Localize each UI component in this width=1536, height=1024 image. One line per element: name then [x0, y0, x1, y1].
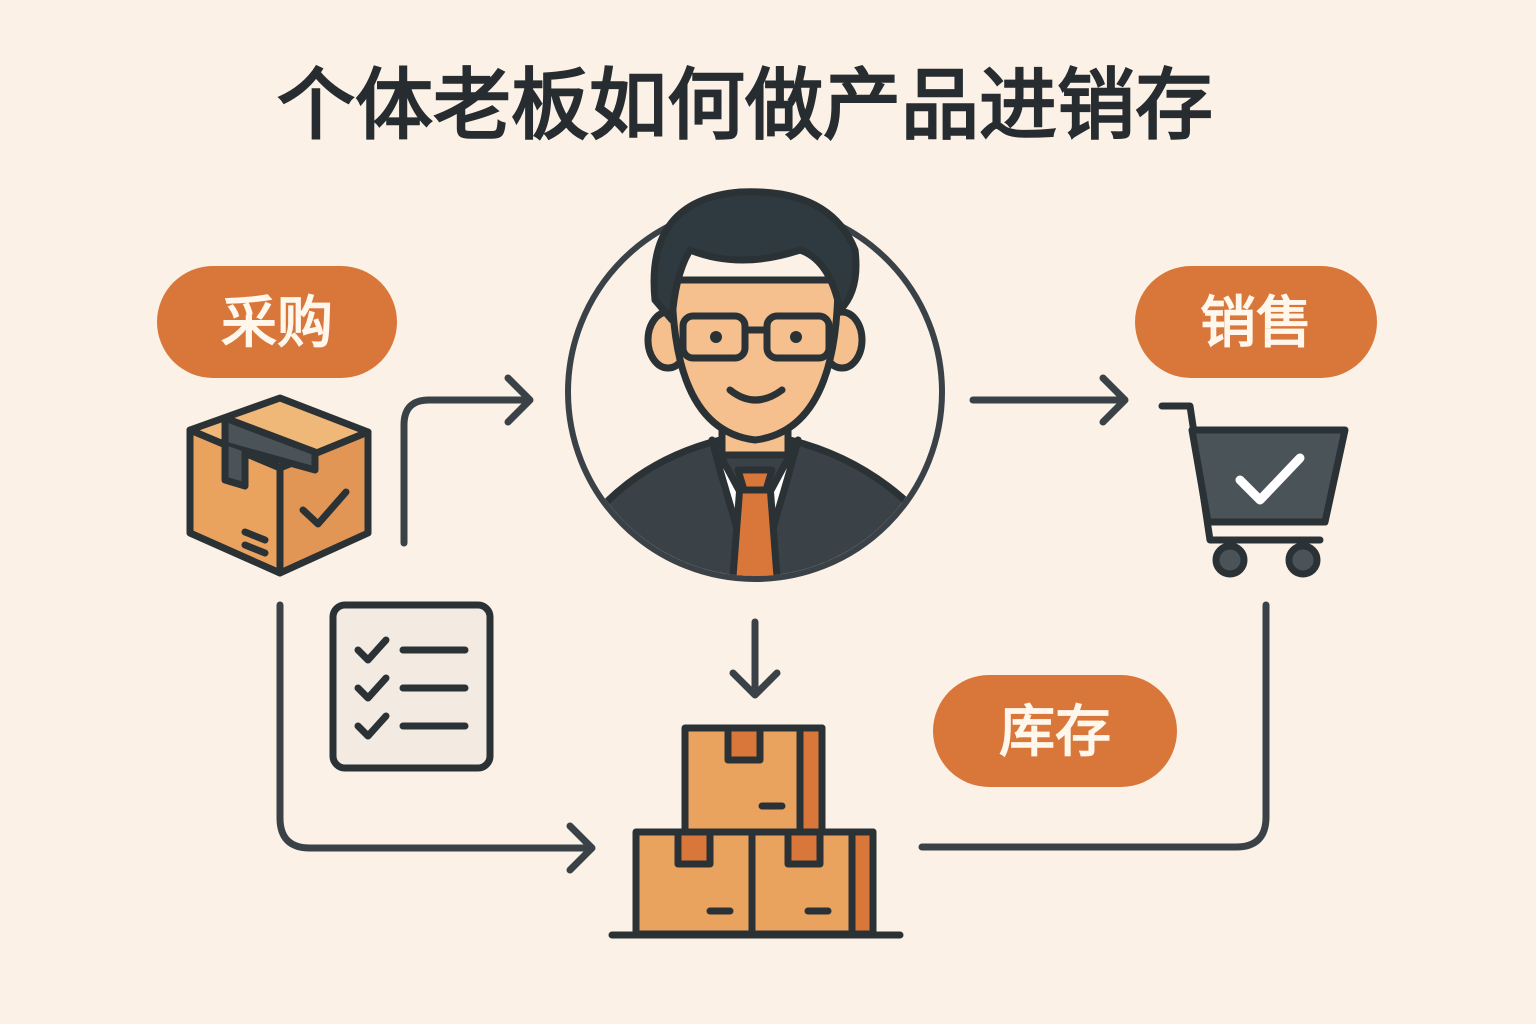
- connector-inventory-to-sales: [918, 601, 1270, 851]
- purchase-label-text: 采购: [221, 291, 333, 356]
- flow-arrows: [276, 374, 1270, 874]
- inventory-label: 库存: [933, 675, 1177, 787]
- page-title: 个体老板如何做产品进销存: [277, 61, 1213, 151]
- arrow-purchase-to-boss: [400, 374, 534, 547]
- shopping-cart-check-icon: [1158, 402, 1349, 578]
- stacked-boxes-icon: [608, 724, 904, 939]
- checklist-icon: [329, 601, 494, 772]
- arrow-boss-to-sales: [969, 374, 1129, 426]
- arrow-boss-to-inventory: [729, 618, 781, 699]
- package-box-check-icon: [186, 394, 372, 577]
- boss-avatar-icon: [565, 188, 945, 582]
- sales-label: 销售: [1135, 266, 1377, 378]
- arrow-purchase-to-inventory: [276, 601, 596, 874]
- purchase-label: 采购: [157, 266, 397, 378]
- inventory-label-text: 库存: [999, 700, 1111, 765]
- sales-label-text: 销售: [1200, 291, 1312, 356]
